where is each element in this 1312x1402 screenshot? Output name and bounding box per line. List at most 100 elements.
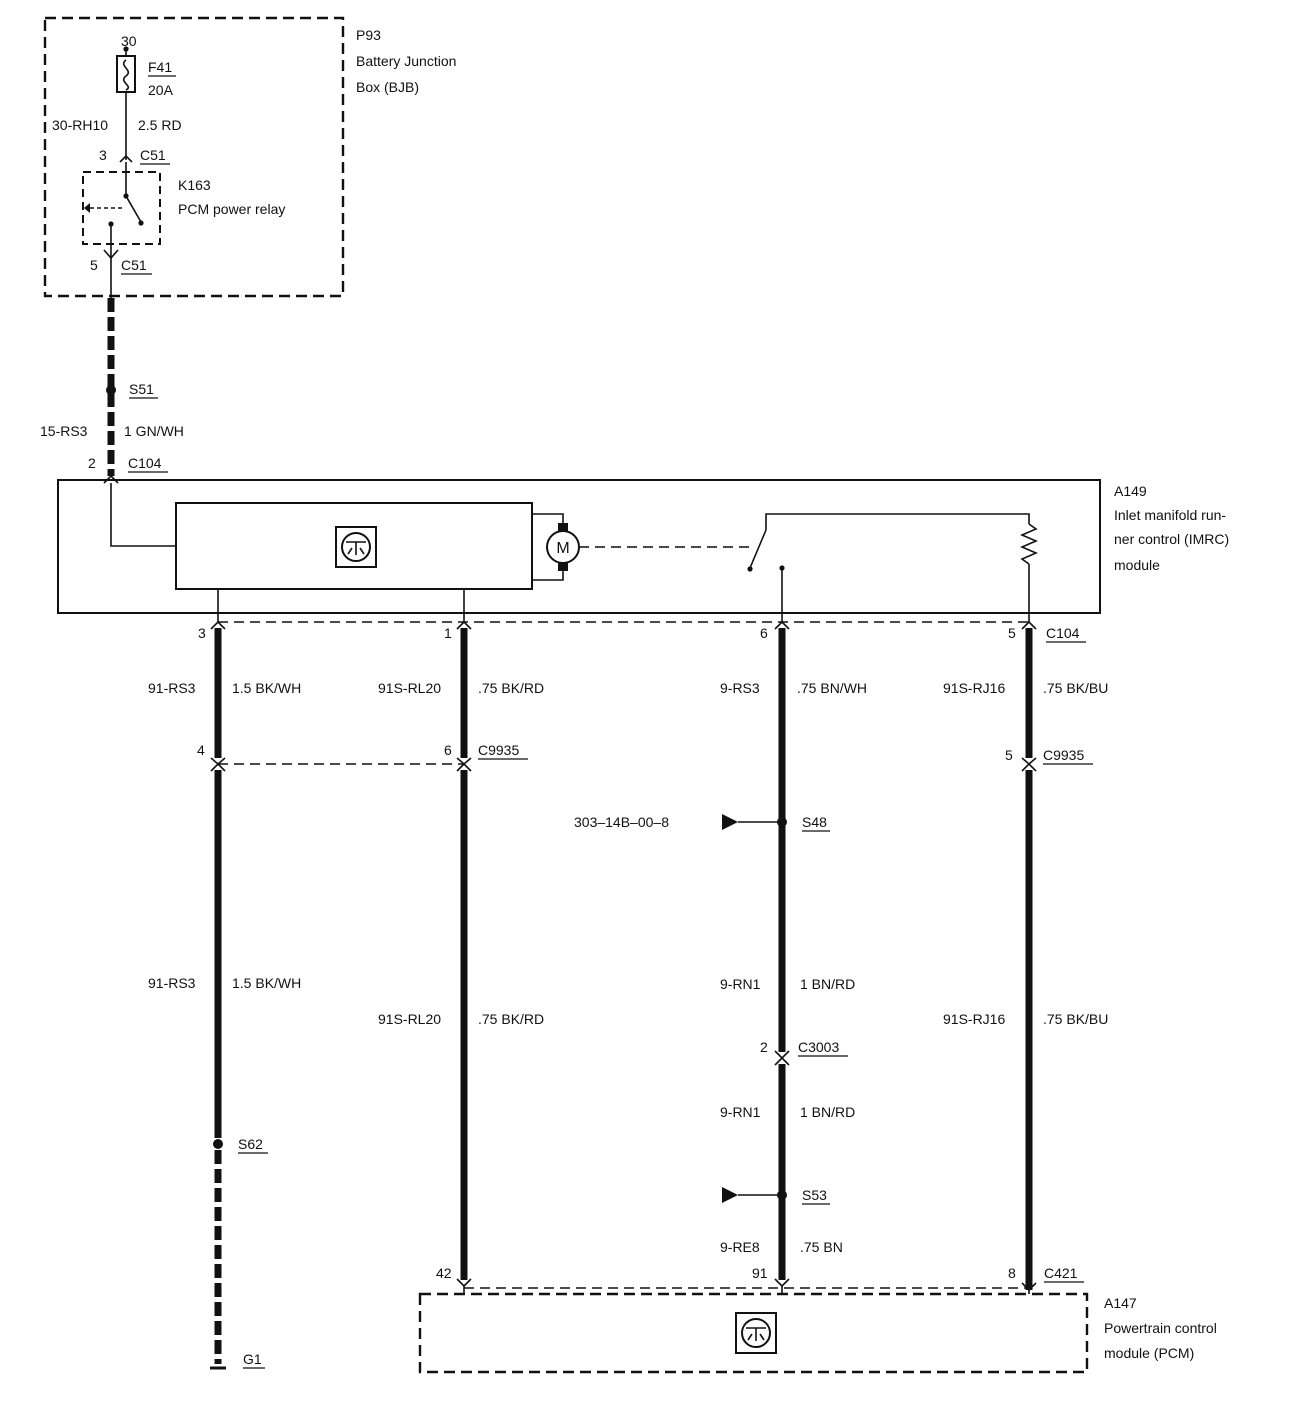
c104-pin-3: 3 xyxy=(198,625,206,641)
bjb-outline xyxy=(43,16,345,298)
c3003-pin: 2 xyxy=(760,1039,768,1055)
wire-top-spec: 2.5 RD xyxy=(138,117,182,133)
connector-c104-pin6-icon xyxy=(774,620,790,630)
c9935-pin-6: 6 xyxy=(444,742,452,758)
c9935-connector-right: C9935 xyxy=(1043,747,1084,763)
c104-pin-1: 1 xyxy=(444,625,452,641)
connector-c9935-pin4-icon xyxy=(210,757,226,772)
wire-lower-1-circuit: 91-RS3 xyxy=(148,975,196,991)
wire-lower-3-circuit: 9-RN1 xyxy=(720,976,761,992)
connector-c104-pin5-icon xyxy=(1021,620,1037,630)
pcm-id: A147 xyxy=(1104,1295,1137,1311)
c421-connector: C421 xyxy=(1044,1265,1078,1281)
pcm-name-line2: module (PCM) xyxy=(1104,1345,1194,1361)
fuse-id: F41 xyxy=(148,59,172,75)
wire-lower-2-spec: .75 BK/RD xyxy=(478,1011,544,1027)
c421-pin-42: 42 xyxy=(436,1265,452,1281)
wire-upper-2-spec: .75 BK/RD xyxy=(478,680,544,696)
splice-s53-arrow-icon xyxy=(722,1187,738,1203)
c104-bottom-connector: C104 xyxy=(1046,625,1080,641)
connector-c104-pin3-icon xyxy=(210,620,226,630)
relay-pin-in: 3 xyxy=(99,147,107,163)
wire-upper-2-circuit: 91S-RL20 xyxy=(378,680,441,696)
bjb-name-line2: Box (BJB) xyxy=(356,79,419,95)
connector-c421-pin91-icon xyxy=(774,1278,790,1288)
electronic-module-icon xyxy=(335,526,377,568)
motor-symbol: M xyxy=(556,540,569,557)
splice-s51-dot xyxy=(106,385,116,395)
splice-s51-id: S51 xyxy=(129,381,154,397)
imrc-name-line3: module xyxy=(1114,557,1160,573)
wire-upper-4-circuit: 91S-RJ16 xyxy=(943,680,1005,696)
wire-upper-3-circuit: 9-RS3 xyxy=(720,680,760,696)
c104-top-connector: C104 xyxy=(128,455,162,471)
imrc-name-line1: Inlet manifold run- xyxy=(1114,507,1226,523)
wire-rn1-lower-circuit: 9-RN1 xyxy=(720,1104,761,1120)
splice-s51-circuit: 15-RS3 xyxy=(40,423,88,439)
relay-connector-out: C51 xyxy=(121,257,147,273)
c3003-connector: C3003 xyxy=(798,1039,839,1055)
splice-s53-dot xyxy=(777,1190,787,1200)
splice-s48-id: S48 xyxy=(802,814,827,830)
c9935-pin-4: 4 xyxy=(197,742,205,758)
splice-s62-dot xyxy=(213,1139,223,1149)
relay-name: PCM power relay xyxy=(178,201,285,217)
fuse-f41-icon xyxy=(116,55,136,93)
wire-upper-4-spec: .75 BK/BU xyxy=(1043,680,1108,696)
splice-s51-spec: 1 GN/WH xyxy=(124,423,184,439)
c104-pin-5: 5 xyxy=(1008,625,1016,641)
pcm-module-outline xyxy=(418,1292,1089,1374)
relay-contact-arm xyxy=(125,195,142,223)
wire-upper-1-circuit: 91-RS3 xyxy=(148,680,196,696)
c104-pin-6: 6 xyxy=(760,625,768,641)
wire-top-circuit: 30-RH10 xyxy=(52,117,108,133)
connector-c104-pin1-icon xyxy=(456,620,472,630)
splice-s48-reference: 303–14B–00–8 xyxy=(574,814,669,830)
wire-lower-4-spec: .75 BK/BU xyxy=(1043,1011,1108,1027)
c9935-connector-left: C9935 xyxy=(478,742,519,758)
pcm-name-line1: Powertrain control xyxy=(1104,1320,1217,1336)
imrc-name-line2: ner control (IMRC) xyxy=(1114,531,1229,547)
wire-lower-3-spec: 1 BN/RD xyxy=(800,976,855,992)
wire-lower-4-circuit: 91S-RJ16 xyxy=(943,1011,1005,1027)
wire-lower-1-spec: 1.5 BK/WH xyxy=(232,975,301,991)
connector-c421-pin42-icon xyxy=(456,1278,472,1288)
connector-c9935-pin5-icon xyxy=(1021,757,1037,772)
connector-c51-out-icon xyxy=(103,249,119,260)
relay-k163-outline xyxy=(82,171,161,245)
connector-c9935-pin6-icon xyxy=(456,757,472,772)
wire-re8-circuit: 9-RE8 xyxy=(720,1239,760,1255)
c421-pin-91: 91 xyxy=(752,1265,768,1281)
imrc-electronics-box xyxy=(175,502,533,590)
position-switch-arm xyxy=(749,529,767,569)
relay-pin-out: 5 xyxy=(90,257,98,273)
wire-upper-1-spec: 1.5 BK/WH xyxy=(232,680,301,696)
pcm-electronic-module-icon xyxy=(735,1312,777,1354)
relay-connector-in: C51 xyxy=(140,147,166,163)
splice-s53-id: S53 xyxy=(802,1187,827,1203)
fuse-pin-label: 30 xyxy=(121,33,137,49)
c421-pin-8: 8 xyxy=(1008,1265,1016,1281)
imrc-id: A149 xyxy=(1114,483,1147,499)
connector-c3003-icon xyxy=(774,1050,790,1066)
connector-c51-in-icon xyxy=(119,154,133,163)
bjb-id: P93 xyxy=(356,27,381,43)
ground-id: G1 xyxy=(243,1351,262,1367)
relay-coil-arrow-icon xyxy=(84,203,90,213)
wire-re8-spec: .75 BN xyxy=(800,1239,843,1255)
c104-top-pin: 2 xyxy=(88,455,96,471)
wire-upper-3-spec: .75 BN/WH xyxy=(797,680,867,696)
fuse-rating: 20A xyxy=(148,82,174,98)
relay-id: K163 xyxy=(178,177,211,193)
resistor-icon xyxy=(1019,523,1039,565)
wire-lower-2-circuit: 91S-RL20 xyxy=(378,1011,441,1027)
c9935-pin-5: 5 xyxy=(1005,747,1013,763)
splice-s48-reference-arrow-icon xyxy=(722,814,738,830)
splice-s62-id: S62 xyxy=(238,1136,263,1152)
wire-rn1-lower-spec: 1 BN/RD xyxy=(800,1104,855,1120)
fuse-element-icon xyxy=(122,59,130,91)
splice-s48-dot xyxy=(777,817,787,827)
bjb-name-line1: Battery Junction xyxy=(356,53,456,69)
imrc-module-outline xyxy=(57,479,1101,614)
